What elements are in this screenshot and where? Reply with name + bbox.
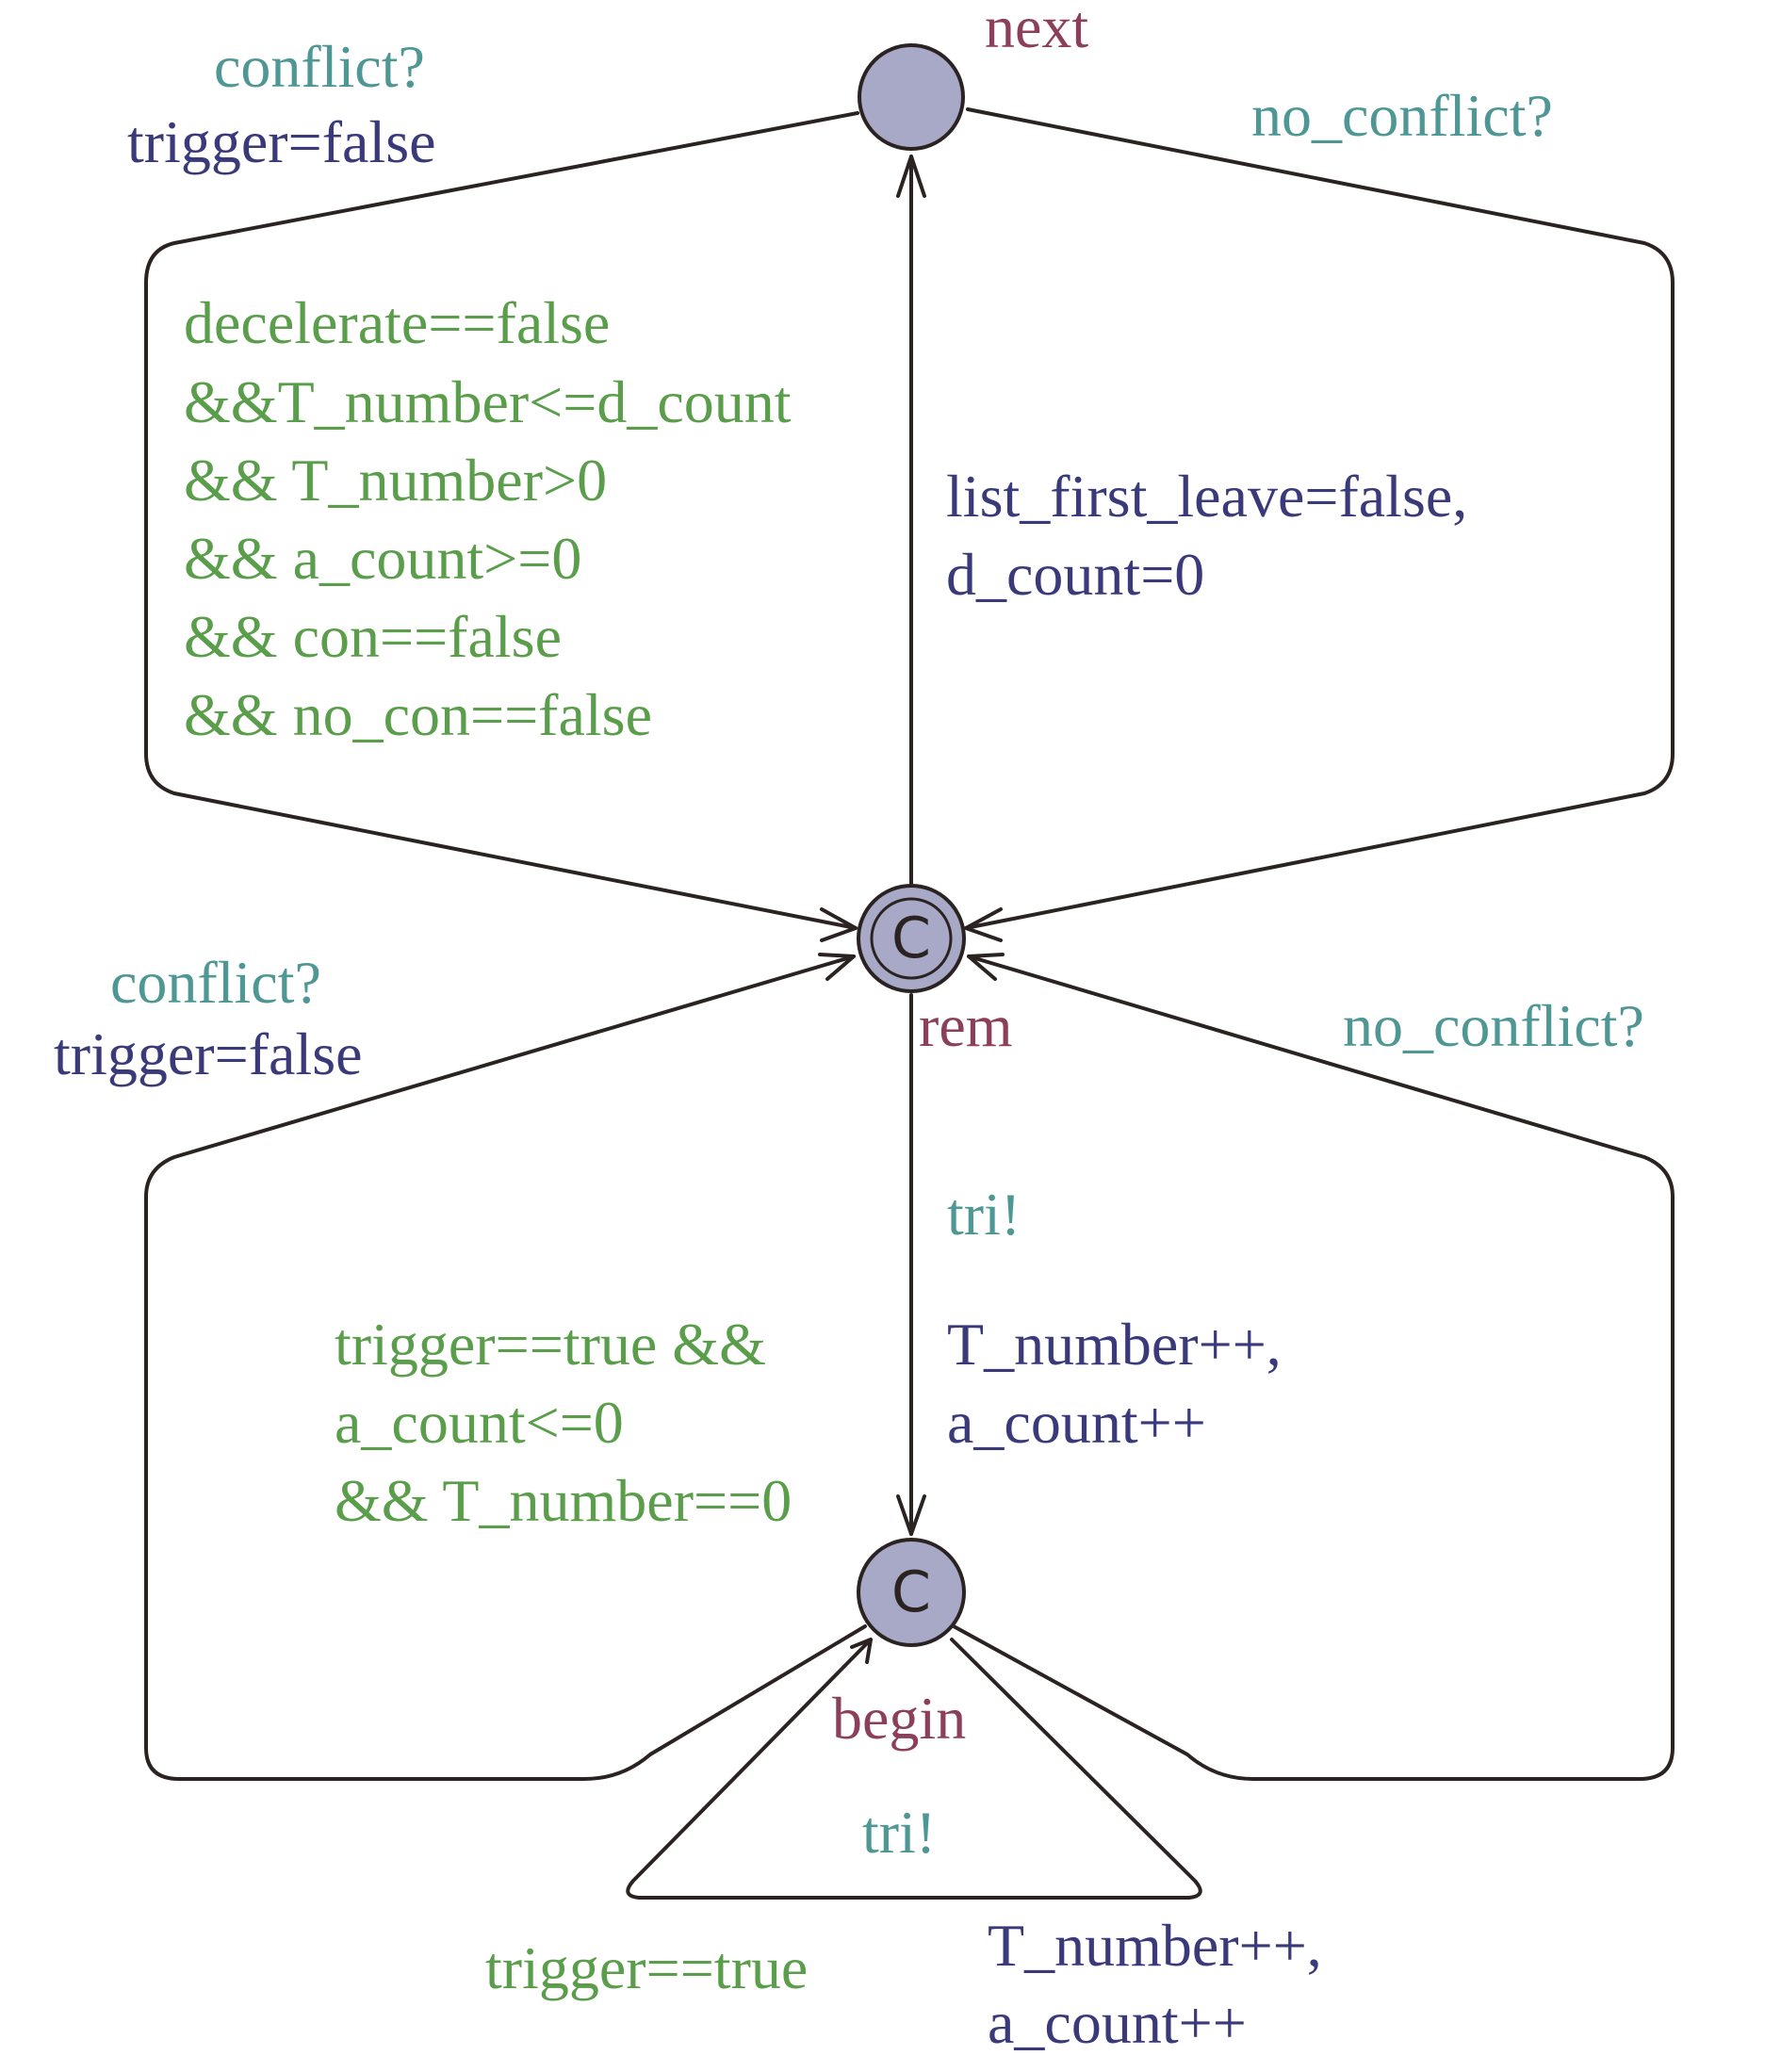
committed-ring	[870, 897, 953, 980]
guard-line: && T_number==0	[335, 1467, 792, 1534]
sync-label: conflict?	[214, 33, 425, 100]
state-next[interactable]	[858, 43, 965, 151]
arrowhead-rem-to-next	[896, 155, 926, 198]
guard-line: &&T_number<=d_count	[184, 368, 792, 435]
guard-line: && T_number>0	[184, 447, 607, 514]
state-begin[interactable]: C	[857, 1538, 966, 1647]
update-line: T_number++,	[988, 1912, 1322, 1979]
edge-begin-self-loop[interactable]	[626, 1638, 1202, 1900]
sync-label: no_conflict?	[1343, 992, 1644, 1059]
arrowhead-next-to-rem-right	[964, 907, 1003, 942]
guard-label: trigger==true	[485, 1934, 808, 2001]
guard-line: && no_con==false	[184, 681, 652, 748]
edge-begin-to-rem-right[interactable]	[952, 954, 1675, 1781]
guard-line: && a_count>=0	[184, 525, 581, 592]
edge-next-to-rem-right[interactable]	[964, 107, 1675, 930]
edge-next-to-rem-left[interactable]	[144, 111, 859, 930]
arrowhead-begin-to-rem-right	[967, 953, 1005, 981]
state-rem[interactable]: C	[857, 884, 966, 993]
arrowhead-begin-to-rem-left	[818, 953, 856, 981]
sync-label: tri!	[947, 1181, 1021, 1248]
sync-label: tri!	[862, 1799, 936, 1866]
update-label: trigger=false	[127, 108, 436, 175]
guard-line: a_count<=0	[335, 1389, 624, 1456]
arrowhead-rem-to-begin	[896, 1494, 926, 1536]
update-line: list_first_leave=false,	[946, 463, 1467, 530]
guard-label: decelerate==false &&T_number<=d_count &&…	[184, 289, 792, 748]
arrowhead-next-to-rem-left	[820, 907, 858, 942]
sync-label: conflict?	[110, 949, 321, 1016]
state-name-next: next	[985, 0, 1088, 60]
committed-symbol: C	[891, 905, 931, 971]
guard-line: && con==false	[184, 603, 562, 670]
guard-line: decelerate==false	[184, 289, 610, 356]
sync-label: no_conflict?	[1251, 82, 1553, 149]
update-line: d_count=0	[946, 541, 1204, 608]
edge-begin-to-rem-left[interactable]	[144, 954, 867, 1781]
guard-line: trigger==true &&	[335, 1311, 766, 1378]
update-label: trigger=false	[54, 1020, 363, 1087]
committed-symbol: C	[891, 1559, 931, 1625]
update-line: a_count++	[947, 1389, 1206, 1456]
state-name-begin: begin	[832, 1685, 966, 1752]
update-line: T_number++,	[947, 1311, 1282, 1378]
arrowhead-begin-self-loop	[850, 1638, 873, 1664]
update-line: a_count++	[988, 1989, 1247, 2056]
state-name-rem: rem	[919, 992, 1013, 1059]
